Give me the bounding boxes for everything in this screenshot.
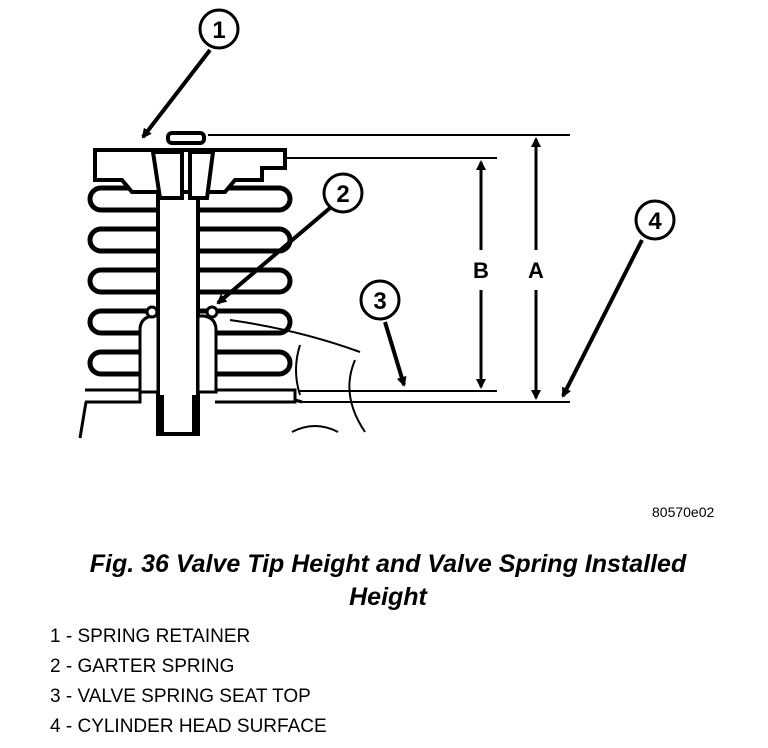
legend-item-separator: - — [60, 656, 78, 677]
callout-1-leader — [141, 48, 212, 139]
figure-code: 80570e02 — [652, 504, 715, 520]
legend-item-number: 4 — [50, 716, 61, 737]
dimension-b-label: B — [473, 258, 489, 283]
callout-2-circle — [322, 172, 364, 214]
valve-diagram: B A 1 2 3 4 — [78, 8, 676, 439]
extension-lines — [208, 134, 570, 403]
figure-caption: Fig. 36 Valve Tip Height and Valve Sprin… — [20, 548, 756, 614]
legend-item: 3 - VALVE SPRING SEAT TOP — [50, 685, 327, 715]
legend-item-text: GARTER SPRING — [77, 656, 235, 677]
caption-line-2: Height — [349, 583, 427, 611]
legend-item: 4 - CYLINDER HEAD SURFACE — [50, 715, 327, 745]
legend-item-number: 2 — [50, 656, 61, 677]
legend-item: 1 - SPRING RETAINER — [50, 625, 327, 655]
legend-item-separator: - — [60, 626, 78, 647]
legend-item-separator: - — [60, 686, 78, 707]
callout-4-label: 4 — [648, 208, 662, 235]
legend-item-text: CYLINDER HEAD SURFACE — [77, 716, 327, 737]
callout-2-leader — [216, 206, 332, 305]
callout-4-circle — [634, 199, 676, 241]
legend-item-number: 1 — [50, 626, 61, 647]
callout-3-circle — [359, 279, 401, 321]
callout-3-leader — [383, 321, 407, 387]
callout-1-label: 1 — [212, 17, 225, 44]
legend-item-number: 3 — [50, 686, 61, 707]
callout-2-label: 2 — [336, 181, 349, 208]
dimension-a-label: A — [528, 258, 544, 283]
spring-seat — [78, 388, 303, 439]
valve-stem-seal — [138, 305, 219, 394]
callout-3-label: 3 — [373, 288, 386, 315]
legend-item: 2 - GARTER SPRING — [50, 655, 327, 685]
valve-stem — [156, 186, 200, 436]
spring-retainer — [93, 131, 287, 200]
legend: 1 - SPRING RETAINER 2 - GARTER SPRING 3 … — [50, 625, 327, 745]
caption-line-1: Fig. 36 Valve Tip Height and Valve Sprin… — [89, 550, 687, 578]
callout-4-leader — [561, 239, 644, 398]
legend-item-text: VALVE SPRING SEAT TOP — [77, 686, 311, 707]
legend-item-separator: - — [60, 716, 78, 737]
legend-item-text: SPRING RETAINER — [77, 626, 251, 647]
callout-1-circle — [198, 8, 240, 50]
